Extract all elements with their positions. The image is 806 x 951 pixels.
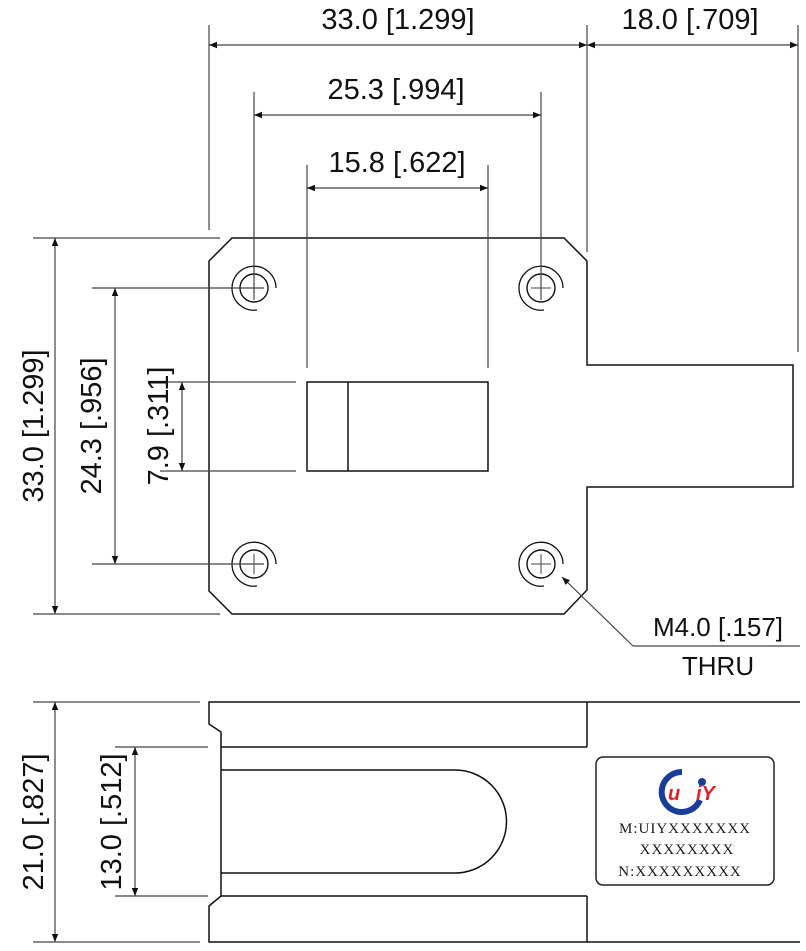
hole-callout-leader bbox=[561, 576, 800, 647]
hole-callout-thru: THRU bbox=[682, 651, 754, 681]
mounting-holes bbox=[231, 265, 564, 587]
plate-outline bbox=[208, 237, 794, 615]
dimension-lines bbox=[51, 41, 798, 942]
dim-slot-width: 15.8 [.622] bbox=[328, 147, 465, 179]
dim-side-slot-height: 13.0 [.512] bbox=[96, 753, 128, 890]
side-view bbox=[208, 701, 800, 943]
svg-text:u: u bbox=[668, 783, 680, 805]
uiy-logo: u iY bbox=[658, 768, 717, 815]
hole-callout-text: M4.0 [.157] bbox=[653, 612, 783, 642]
dim-top-width: 33.0 [1.299] bbox=[321, 4, 474, 36]
label-model-cont: XXXXXXXX bbox=[640, 842, 735, 858]
dim-side-width: 18.0 [.709] bbox=[621, 4, 758, 36]
extension-lines bbox=[33, 25, 799, 943]
hole bbox=[518, 541, 564, 587]
label-serial: N:XXXXXXXXX bbox=[618, 864, 742, 880]
label-model: M:UIYXXXXXXX bbox=[619, 821, 751, 837]
dim-hole-spacing-y: 24.3 [.956] bbox=[76, 357, 108, 494]
dim-height: 33.0 [1.299] bbox=[18, 349, 50, 502]
svg-text:iY: iY bbox=[696, 783, 717, 805]
product-label: u iY M:UIYXXXXXXX XXXXXXXX N:XXXXXXXXX bbox=[595, 756, 775, 886]
center-slot bbox=[306, 381, 489, 472]
dim-slot-height: 7.9 [.311] bbox=[143, 367, 175, 486]
side-slot bbox=[221, 769, 508, 874]
dim-hole-spacing-x: 25.3 [.994] bbox=[327, 74, 464, 106]
dim-side-height: 21.0 [.827] bbox=[18, 753, 50, 890]
